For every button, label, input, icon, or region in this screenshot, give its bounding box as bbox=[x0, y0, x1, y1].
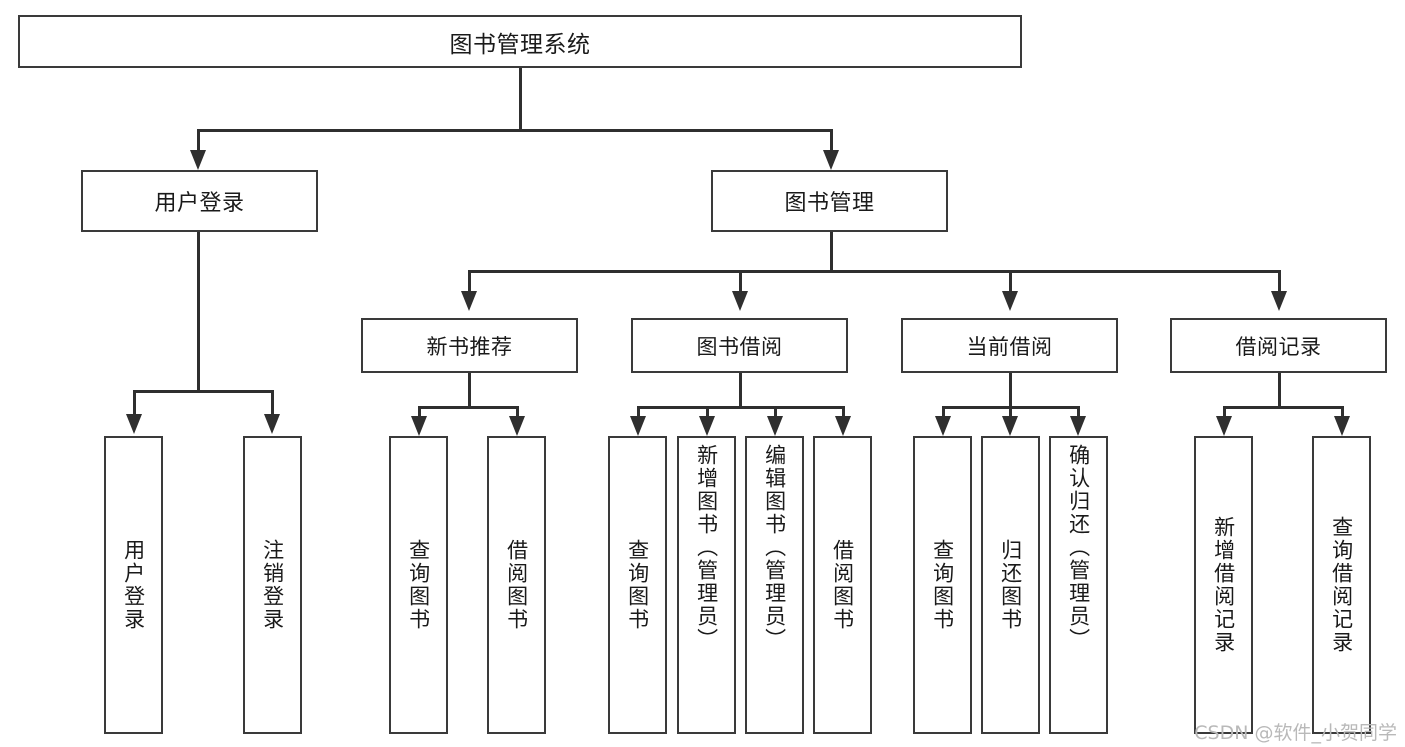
connector-root-stem bbox=[519, 68, 522, 131]
arrowhead-leaf-logout bbox=[264, 414, 280, 434]
connector-book-borrow-bus bbox=[637, 406, 843, 409]
leaf-return-book[interactable]: 归还图书 bbox=[981, 436, 1040, 734]
arrowhead-leaf-confirm-return bbox=[1070, 416, 1086, 436]
connector-user-login-bus bbox=[133, 390, 272, 393]
node-label: 注销登录 bbox=[260, 539, 285, 631]
connector-to-new-book bbox=[468, 270, 471, 293]
connector-to-current-borrow bbox=[1009, 270, 1012, 293]
node-root-system[interactable]: 图书管理系统 bbox=[18, 15, 1022, 68]
connector-new-book-child-2 bbox=[516, 406, 519, 420]
arrowhead-leaf-add-book bbox=[699, 416, 715, 436]
node-label: 新增图书（管理员） bbox=[694, 444, 719, 651]
connector-current-borrow-child-1 bbox=[942, 406, 945, 420]
node-label: 借阅记录 bbox=[1235, 334, 1322, 359]
leaf-edit-book-admin[interactable]: 编辑图书（管理员） bbox=[745, 436, 804, 734]
connector-borrow-record-bus bbox=[1223, 406, 1342, 409]
connector-user-login-child-1 bbox=[133, 390, 136, 416]
node-label: 用户登录 bbox=[154, 191, 245, 216]
arrowhead-current-borrow bbox=[1002, 291, 1018, 311]
leaf-query-book-current[interactable]: 查询图书 bbox=[913, 436, 972, 734]
node-label: 查询图书 bbox=[406, 539, 431, 631]
node-book-management[interactable]: 图书管理 bbox=[711, 170, 948, 232]
node-user-login[interactable]: 用户登录 bbox=[81, 170, 318, 232]
arrowhead-leaf-user-login bbox=[126, 414, 142, 434]
connector-new-book-stem bbox=[468, 373, 471, 408]
connector-to-book-manage bbox=[830, 129, 833, 152]
node-label: 编辑图书（管理员） bbox=[762, 444, 787, 651]
connector-current-borrow-child-3 bbox=[1077, 406, 1080, 420]
node-label: 新书推荐 bbox=[426, 334, 513, 359]
leaf-query-book-borrow[interactable]: 查询图书 bbox=[608, 436, 667, 734]
connector-borrow-record-child-1 bbox=[1223, 406, 1226, 420]
connector-current-borrow-stem bbox=[1009, 373, 1012, 408]
leaf-add-book-admin[interactable]: 新增图书（管理员） bbox=[677, 436, 736, 734]
leaf-user-login[interactable]: 用户登录 bbox=[104, 436, 163, 734]
arrowhead-new-book bbox=[461, 291, 477, 311]
connector-root-bus bbox=[197, 129, 833, 132]
node-label: 归还图书 bbox=[998, 539, 1023, 631]
node-label: 借阅图书 bbox=[504, 539, 529, 631]
arrowhead-leaf-borrow-book-1 bbox=[509, 416, 525, 436]
arrowhead-leaf-query-book-2 bbox=[630, 416, 646, 436]
arrowhead-leaf-query-record bbox=[1334, 416, 1350, 436]
connector-borrow-record-child-2 bbox=[1341, 406, 1344, 420]
node-borrow-record[interactable]: 借阅记录 bbox=[1170, 318, 1387, 373]
connector-book-manage-stem bbox=[830, 232, 833, 272]
arrowhead-book-manage bbox=[823, 150, 839, 170]
leaf-query-book-new-recommend[interactable]: 查询图书 bbox=[389, 436, 448, 734]
node-book-borrow[interactable]: 图书借阅 bbox=[631, 318, 848, 373]
connector-new-book-child-1 bbox=[418, 406, 421, 420]
connector-level3-bus bbox=[468, 270, 1280, 273]
arrowhead-leaf-edit-book bbox=[767, 416, 783, 436]
connector-to-borrow-record bbox=[1278, 270, 1281, 293]
node-label: 查询图书 bbox=[625, 539, 650, 631]
node-label: 查询借阅记录 bbox=[1329, 516, 1354, 654]
leaf-query-borrow-record[interactable]: 查询借阅记录 bbox=[1312, 436, 1371, 734]
connector-book-borrow-child-1 bbox=[637, 406, 640, 420]
arrowhead-leaf-query-book-1 bbox=[411, 416, 427, 436]
node-new-book-recommend[interactable]: 新书推荐 bbox=[361, 318, 578, 373]
node-label: 用户登录 bbox=[121, 539, 146, 631]
leaf-add-borrow-record[interactable]: 新增借阅记录 bbox=[1194, 436, 1253, 734]
leaf-borrow-book[interactable]: 借阅图书 bbox=[813, 436, 872, 734]
arrowhead-leaf-return-book bbox=[1002, 416, 1018, 436]
node-label: 图书管理系统 bbox=[449, 31, 591, 58]
connector-user-login-stem bbox=[197, 232, 200, 392]
arrowhead-leaf-query-book-3 bbox=[935, 416, 951, 436]
arrowhead-borrow-record bbox=[1271, 291, 1287, 311]
connector-current-borrow-child-2 bbox=[1009, 406, 1012, 420]
connector-book-borrow-child-3 bbox=[774, 406, 777, 420]
node-label: 图书管理 bbox=[784, 191, 875, 216]
arrowhead-book-borrow bbox=[732, 291, 748, 311]
node-label: 新增借阅记录 bbox=[1211, 516, 1236, 654]
connector-book-borrow-child-4 bbox=[842, 406, 845, 420]
leaf-logout[interactable]: 注销登录 bbox=[243, 436, 302, 734]
connector-new-book-bus bbox=[418, 406, 518, 409]
arrowhead-leaf-add-record bbox=[1216, 416, 1232, 436]
arrowhead-leaf-borrow-book-2 bbox=[835, 416, 851, 436]
connector-to-user-login bbox=[197, 129, 200, 152]
node-label: 图书借阅 bbox=[696, 334, 783, 359]
node-label: 查询图书 bbox=[930, 539, 955, 631]
connector-book-borrow-stem bbox=[739, 373, 742, 408]
connector-user-login-child-2 bbox=[271, 390, 274, 416]
node-label: 借阅图书 bbox=[830, 539, 855, 631]
connector-book-borrow-child-2 bbox=[706, 406, 709, 420]
connector-to-book-borrow bbox=[739, 270, 742, 293]
arrowhead-user-login bbox=[190, 150, 206, 170]
node-label: 确认归还（管理员） bbox=[1066, 444, 1091, 651]
node-current-borrow[interactable]: 当前借阅 bbox=[901, 318, 1118, 373]
leaf-borrow-book-new-recommend[interactable]: 借阅图书 bbox=[487, 436, 546, 734]
node-label: 当前借阅 bbox=[966, 334, 1053, 359]
leaf-confirm-return-admin[interactable]: 确认归还（管理员） bbox=[1049, 436, 1108, 734]
connector-borrow-record-stem bbox=[1278, 373, 1281, 408]
